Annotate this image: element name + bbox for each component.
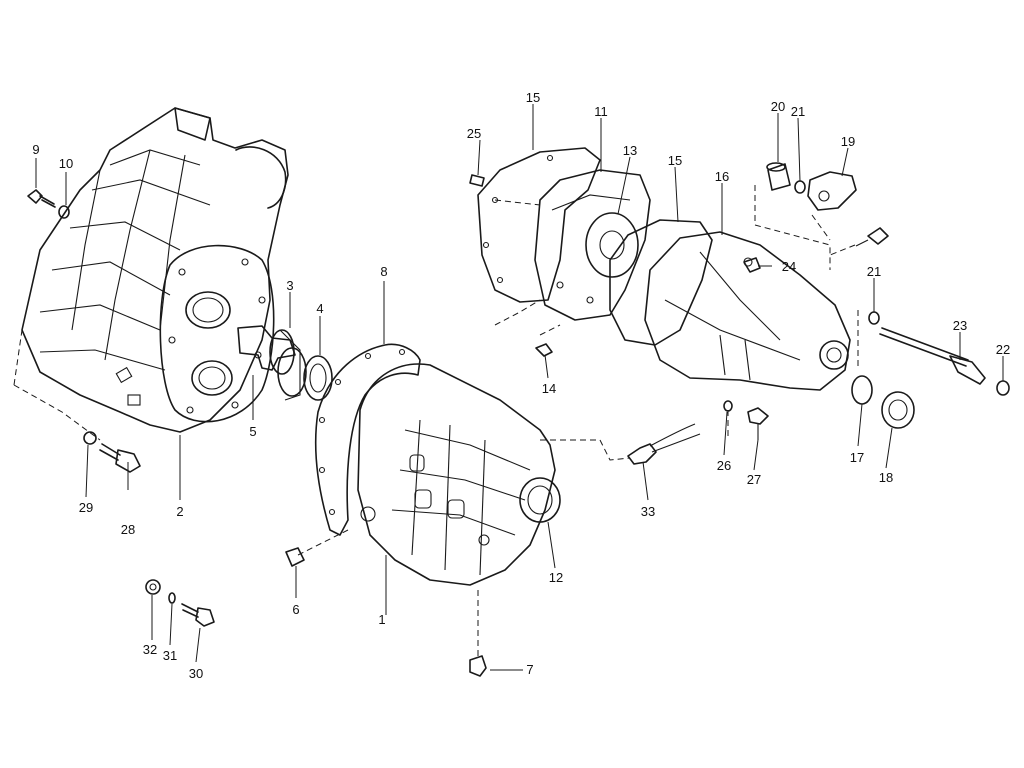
shaft-23: [879, 327, 986, 385]
callout-22: 22: [996, 342, 1010, 357]
bolt-30: [181, 603, 215, 627]
washer-22: [996, 380, 1010, 396]
callout-2: 2: [176, 504, 183, 519]
housing-19: [807, 171, 857, 211]
washer-31: [168, 592, 176, 604]
callout-24: 24: [782, 259, 796, 274]
pin-25: [469, 174, 485, 187]
callout-30: 30: [189, 666, 203, 681]
callout-8: 8: [380, 264, 387, 279]
bolt-24: [743, 257, 761, 273]
callout-19: 19: [841, 134, 855, 149]
oring-21-lower: [868, 311, 880, 325]
gasket-8: [314, 343, 421, 536]
callout-7: 7: [526, 662, 533, 677]
rear-extension-16: [644, 231, 851, 391]
oring-21-upper: [794, 180, 806, 194]
transmission-case-1: [357, 363, 556, 586]
callout-5: 5: [249, 424, 256, 439]
callout-21-upper: 21: [791, 104, 805, 119]
bell-housing: [21, 107, 289, 433]
callout-17: 17: [850, 450, 864, 465]
callout-26: 26: [717, 458, 731, 473]
washer-26: [723, 400, 733, 412]
callout-1: 1: [378, 612, 385, 627]
gasket-15-rear: [609, 219, 713, 346]
callout-3: 3: [286, 278, 293, 293]
callout-28: 28: [121, 522, 135, 537]
callout-labels: 1 2 3 4 5 6 7 8 9 10 11 12 13 14 15 15 1…: [32, 90, 1010, 681]
callout-31: 31: [163, 648, 177, 663]
washer-10: [58, 205, 70, 219]
callout-23: 23: [953, 318, 967, 333]
bolt-28: [99, 443, 141, 473]
callout-4: 4: [316, 301, 323, 316]
callout-21-lower: 21: [867, 264, 881, 279]
callout-33: 33: [641, 504, 655, 519]
plug-6: [285, 547, 305, 567]
leader-lines: [35, 104, 1004, 671]
bolt-9: [27, 189, 56, 208]
bearing-12: [519, 477, 561, 523]
sleeve-20: [766, 162, 791, 191]
washer-32: [145, 579, 161, 595]
callout-15-rear: 15: [668, 153, 682, 168]
bolt-upper-right: [855, 227, 889, 247]
callout-25: 25: [467, 126, 481, 141]
adapter-plate-11: [534, 169, 651, 321]
callout-6: 6: [292, 602, 299, 617]
callout-20: 20: [771, 99, 785, 114]
retainer-13: [585, 212, 639, 278]
bushing-17: [851, 375, 873, 405]
shaft-3-5: [237, 325, 307, 401]
callout-12: 12: [549, 570, 563, 585]
callout-27: 27: [747, 472, 761, 487]
callout-9: 9: [32, 142, 39, 157]
seal-18: [881, 391, 915, 429]
bolt-27: [747, 407, 769, 440]
callout-11: 11: [594, 104, 608, 119]
sensor-33: [627, 423, 701, 465]
callout-16: 16: [715, 169, 729, 184]
callout-10: 10: [59, 156, 73, 171]
callout-29: 29: [79, 500, 93, 515]
washer-29: [83, 431, 97, 445]
bearing-4: [303, 355, 333, 401]
assembly-lines: [13, 185, 859, 660]
drain-plug-7: [469, 655, 487, 677]
callout-15-front: 15: [526, 90, 540, 105]
callout-14: 14: [542, 381, 556, 396]
bolt-14: [535, 343, 553, 357]
callout-18: 18: [879, 470, 893, 485]
callout-32: 32: [143, 642, 157, 657]
callout-13: 13: [623, 143, 637, 158]
